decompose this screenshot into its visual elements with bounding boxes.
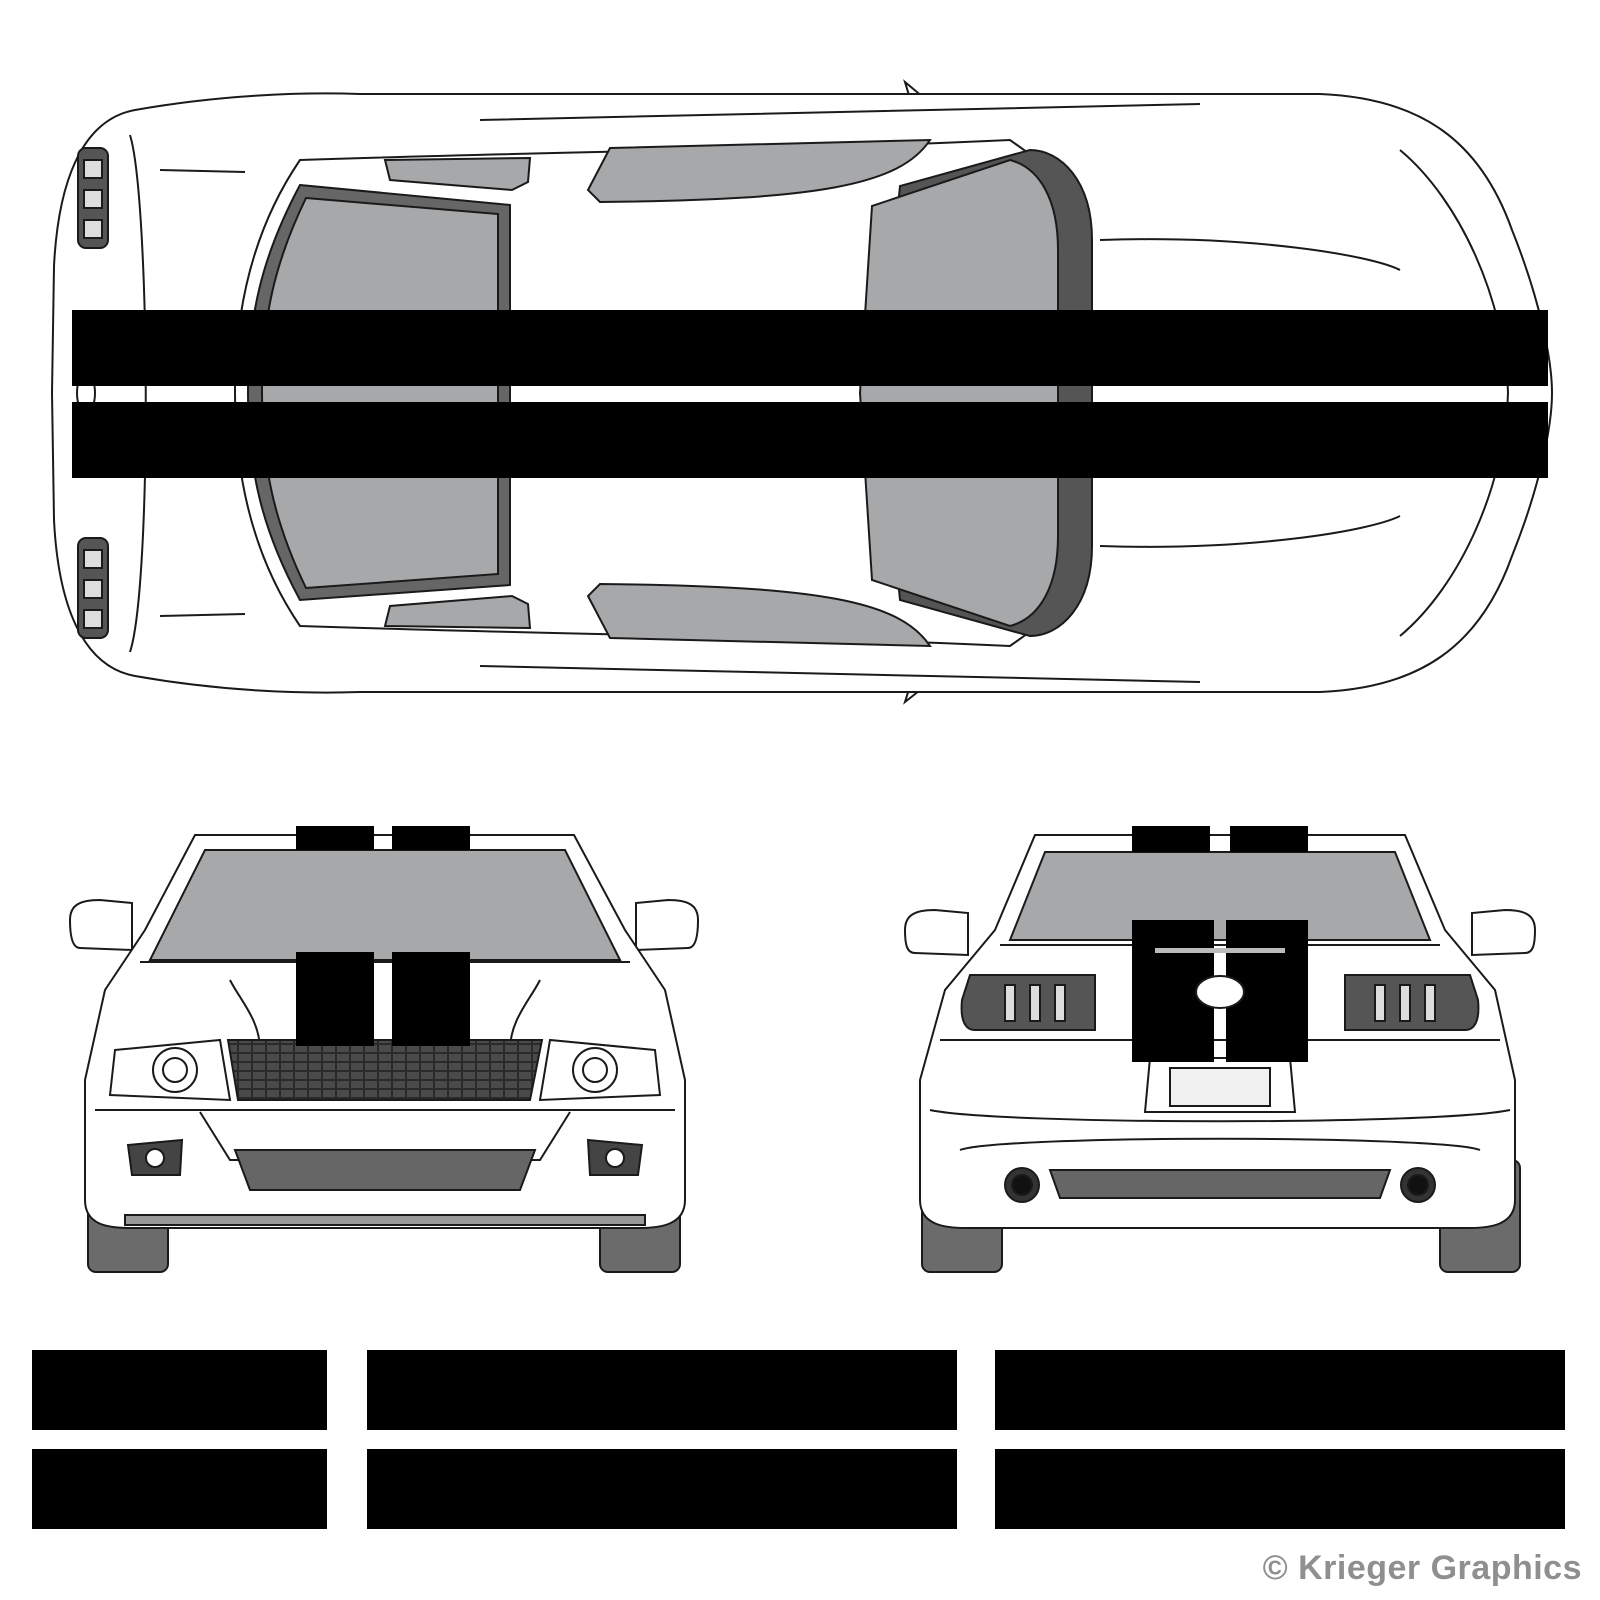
front-stripe-roof-right bbox=[392, 826, 470, 850]
front-grille bbox=[226, 1039, 544, 1101]
rear-view bbox=[903, 826, 1537, 1273]
license-plate bbox=[1169, 1067, 1271, 1107]
taillight-left bbox=[960, 974, 1096, 1031]
body-side-line bbox=[479, 103, 1201, 683]
rear-bumper bbox=[929, 1109, 1511, 1151]
copyright-credit: © Krieger Graphics bbox=[1262, 1549, 1582, 1587]
front-mirror-left bbox=[68, 898, 133, 952]
front-windshield bbox=[148, 849, 622, 961]
front-stripe-roof-left bbox=[296, 826, 374, 850]
side-window-bottom bbox=[586, 582, 932, 648]
quarter-window-bottom bbox=[383, 594, 532, 630]
front-lower-grille bbox=[233, 1149, 537, 1191]
windshield-glass bbox=[260, 196, 499, 590]
side-window-top bbox=[586, 138, 932, 204]
front-mirror-right bbox=[635, 898, 700, 952]
decal-stripe-short-bottom bbox=[32, 1449, 327, 1529]
rear-stripe-roof-left bbox=[1132, 826, 1210, 852]
front-splitter bbox=[124, 1214, 646, 1226]
top-stripe-left bbox=[72, 310, 1548, 386]
trunk-line bbox=[1099, 149, 1510, 637]
rear-window bbox=[1008, 851, 1432, 941]
decal-stripe-medium-bottom bbox=[995, 1449, 1565, 1529]
quarter-window-top bbox=[383, 156, 532, 192]
headlight-top bbox=[77, 147, 109, 249]
decal-stripe-short-top bbox=[32, 1350, 327, 1430]
rear-diffuser bbox=[1048, 1169, 1392, 1199]
top-view bbox=[50, 79, 1554, 705]
front-stripe-hood-left bbox=[296, 952, 374, 1046]
rear-mirror-right bbox=[1471, 908, 1537, 957]
hood-line bbox=[129, 134, 246, 653]
rear-badge bbox=[1195, 975, 1245, 1009]
rear-mirror-left bbox=[903, 908, 969, 957]
taillight-right bbox=[1344, 974, 1480, 1031]
decal-stripe-long-bottom bbox=[367, 1449, 957, 1529]
decal-stripe-medium-top bbox=[995, 1350, 1565, 1430]
headlight-bottom bbox=[77, 537, 109, 639]
decal-stripe-long-top bbox=[367, 1350, 957, 1430]
front-view bbox=[68, 826, 700, 1273]
rear-window-glass bbox=[858, 158, 1059, 628]
top-stripe-right bbox=[72, 402, 1548, 478]
trunk-spoiler-bar bbox=[1155, 948, 1285, 953]
trunk-lid-line bbox=[940, 944, 1500, 1041]
front-stripe-hood-right bbox=[392, 952, 470, 1046]
rear-stripe-roof-right bbox=[1230, 826, 1308, 852]
